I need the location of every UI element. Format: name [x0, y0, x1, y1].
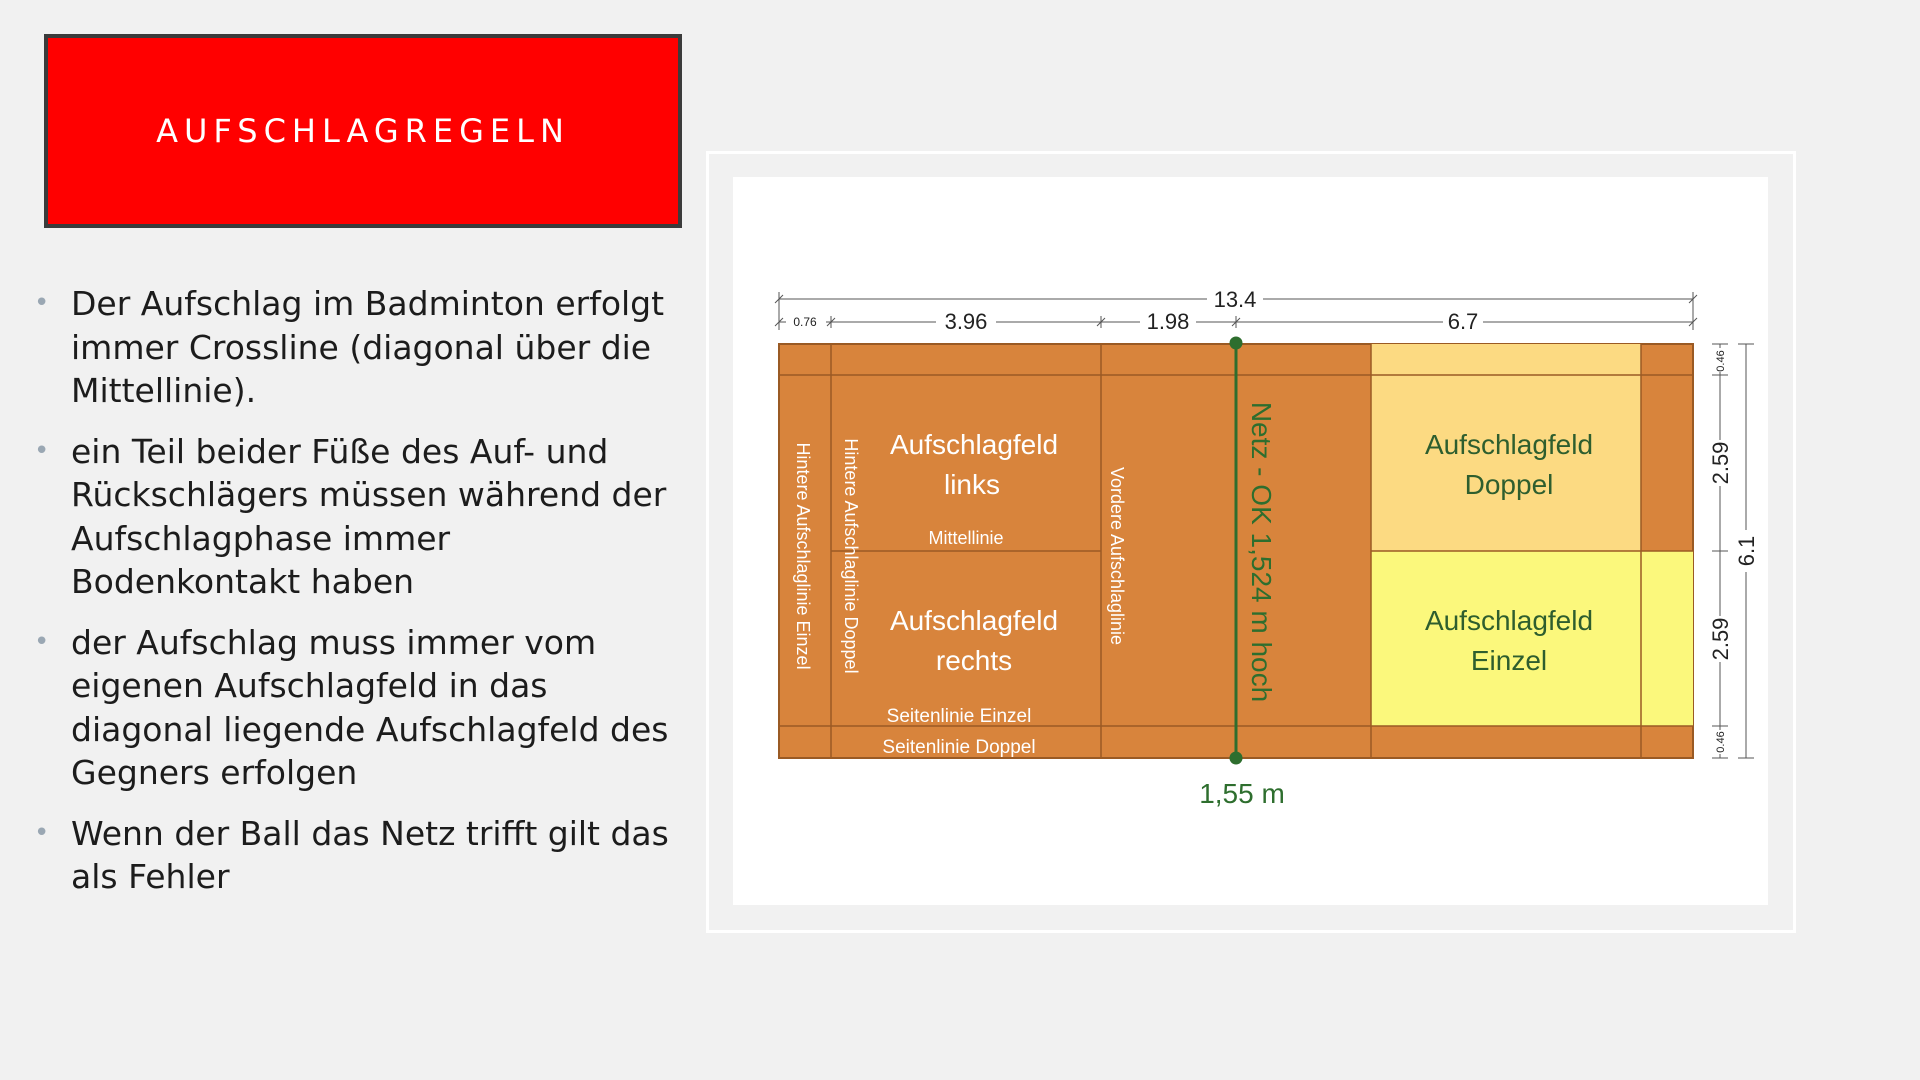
aufschlagfeld-einzel-area — [1371, 551, 1693, 726]
dim-bg — [1140, 310, 1196, 332]
dim-bg — [936, 310, 996, 332]
label-aufschlagfeld-rechts-2: rechts — [936, 645, 1012, 676]
label-aufschlagfeld-links-1: Aufschlagfeld — [890, 429, 1058, 460]
bullet-text: der Aufschlag muss immer vom eigenen Auf… — [71, 622, 669, 793]
dim-046-bottom: 0.46 — [1715, 731, 1727, 752]
dim-bg — [1711, 348, 1729, 372]
label-hintere-aufschlaglinie-doppel: Hintere Aufschlaglinie Doppel — [841, 438, 861, 673]
label-aufschlagfeld-doppel-1: Aufschlagfeld — [1425, 429, 1593, 460]
label-hintere-aufschlaglinie-einzel: Hintere Aufschlaglinie Einzel — [793, 442, 813, 669]
dim-bg — [1708, 440, 1732, 486]
bullet-dot-icon: • — [34, 626, 50, 657]
dim-61-total: 6.1 — [1734, 536, 1759, 567]
dim-259-lower: 2.59 — [1708, 618, 1733, 661]
label-seitenlinie-einzel: Seitenlinie Einzel — [887, 706, 1032, 727]
dim-bg — [1443, 310, 1483, 332]
dim-bg — [786, 312, 826, 330]
bullet-text: Der Aufschlag im Badminton erfolgt immer… — [71, 284, 665, 410]
label-aufschlagfeld-einzel-2: Einzel — [1471, 645, 1547, 676]
dim-bg — [1708, 616, 1732, 662]
bullet-item: • ein Teil beider Füße des Auf- und Rücks… — [34, 430, 674, 604]
aufschlagfeld-doppel-area — [1371, 344, 1641, 551]
dim-bg — [1207, 288, 1263, 310]
label-seitenlinie-doppel: Seitenlinie Doppel — [882, 737, 1035, 758]
bullet-item: • Der Aufschlag im Badminton erfolgt imme… — [34, 282, 674, 413]
label-post-height: 1,55 m — [1199, 778, 1285, 809]
label-aufschlagfeld-links-2: links — [944, 469, 1000, 500]
dim-076: 0.76 — [793, 315, 817, 329]
bullet-dot-icon: • — [34, 435, 50, 466]
dim-396: 3.96 — [945, 309, 988, 334]
title-box: AUFSCHLAGREGELN — [44, 34, 682, 228]
slide-title: AUFSCHLAGREGELN — [156, 112, 570, 150]
net-post-bottom — [1229, 751, 1243, 765]
bullet-text: Wenn der Ball das Netz trifft gilt das a… — [71, 813, 669, 897]
bullet-dot-icon: • — [34, 817, 50, 848]
dim-bg — [1711, 730, 1729, 754]
label-vordere-aufschlaglinie: Vordere Aufschlaglinie — [1107, 467, 1127, 645]
net-post-top — [1229, 336, 1243, 350]
bullet-text: ein Teil beider Füße des Auf- und Rücksc… — [71, 431, 667, 602]
dim-bg — [1734, 530, 1758, 572]
dim-046-top: 0.46 — [1715, 350, 1727, 371]
bullet-item: • der Aufschlag muss immer vom eigenen Au… — [34, 621, 674, 795]
bullet-list: • Der Aufschlag im Badminton erfolgt imme… — [34, 282, 674, 916]
dim-67: 6.7 — [1448, 309, 1479, 334]
dim-total-width: 13.4 — [1214, 287, 1257, 312]
label-mittellinie: Mittellinie — [928, 528, 1003, 548]
image-frame — [706, 151, 1796, 933]
label-aufschlagfeld-doppel-2: Doppel — [1465, 469, 1554, 500]
bullet-item: • Wenn der Ball das Netz trifft gilt das … — [34, 812, 674, 899]
label-netz: Netz - OK 1,524 m hoch — [1246, 402, 1277, 702]
dim-198: 1.98 — [1147, 309, 1190, 334]
label-aufschlagfeld-rechts-1: Aufschlagfeld — [890, 605, 1058, 636]
bullet-dot-icon: • — [34, 288, 50, 318]
label-aufschlagfeld-einzel-1: Aufschlagfeld — [1425, 605, 1593, 636]
dim-259-upper: 2.59 — [1708, 442, 1733, 485]
